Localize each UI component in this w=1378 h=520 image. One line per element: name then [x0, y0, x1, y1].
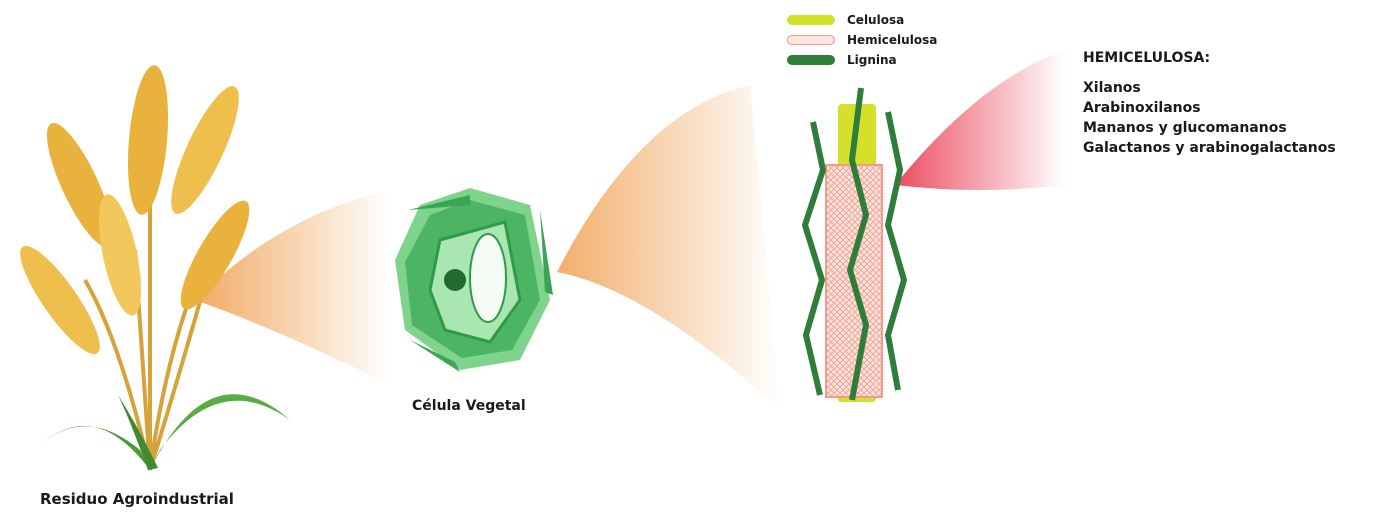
- celulosa-swatch-icon: [787, 15, 835, 25]
- legend-item-celulosa: Celulosa: [787, 12, 904, 28]
- lignina-swatch-icon: [787, 55, 835, 65]
- hemicellulose-item: Arabinoxilanos: [1083, 98, 1336, 118]
- legend-item-lignina: Lignina: [787, 52, 897, 68]
- hemicellulose-title: HEMICELULOSA:: [1083, 50, 1336, 66]
- hemicellulose-item: Xilanos: [1083, 78, 1336, 98]
- legend-label: Hemicelulosa: [847, 33, 937, 47]
- lignocellulose-fiber-icon: [805, 88, 904, 402]
- plant-cell-icon: [395, 188, 553, 372]
- legend-item-hemicelulosa: Hemicelulosa: [787, 32, 937, 48]
- hemicellulose-item: Galactanos y arabinogalactanos: [1083, 138, 1336, 158]
- fan-cell-to-fiber: [557, 85, 780, 410]
- legend-label: Celulosa: [847, 13, 904, 27]
- cell-label: Célula Vegetal: [412, 398, 526, 414]
- residue-label: Residuo Agroindustrial: [40, 490, 234, 508]
- legend-label: Lignina: [847, 53, 897, 67]
- hemicellulose-item: Mananos y glucomananos: [1083, 118, 1336, 138]
- fan-fiber-to-text: [895, 50, 1065, 190]
- hemicellulose-panel: HEMICELULOSA: Xilanos Arabinoxilanos Man…: [1083, 50, 1336, 158]
- hemicelulosa-swatch-icon: [787, 35, 835, 45]
